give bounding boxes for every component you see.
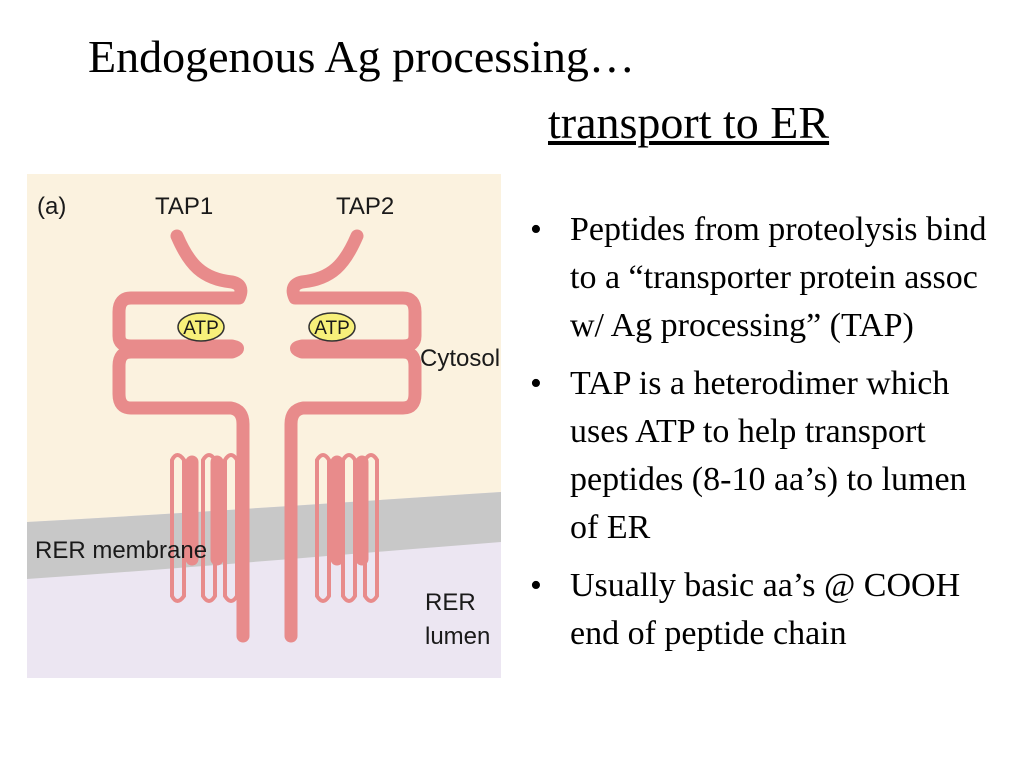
bullet-list: • Peptides from proteolysis bind to a “t… — [530, 206, 1000, 668]
cytosol-label: Cytosol — [420, 345, 500, 372]
tap1-outline — [170, 453, 239, 603]
rer-membrane-band — [27, 492, 501, 579]
tap2-outline — [315, 453, 379, 603]
tap2-label: TAP2 — [336, 193, 394, 220]
bullet-text: TAP is a heterodimer which uses ATP to h… — [570, 365, 967, 546]
tap1-label: TAP1 — [155, 193, 213, 220]
atp-label-1: ATP — [183, 318, 219, 339]
bullet-text: Usually basic aa’s @ COOH end of peptide… — [570, 567, 961, 652]
bullet-item: • Peptides from proteolysis bind to a “t… — [530, 206, 1000, 350]
atp-oval-1 — [177, 312, 225, 342]
lumen-label-line2: lumen — [425, 623, 490, 650]
tap2-protein — [284, 229, 422, 643]
atp-label-2: ATP — [314, 318, 350, 339]
bullet-text: Peptides from proteolysis bind to a “tra… — [570, 211, 987, 344]
atp-oval-2 — [308, 312, 356, 342]
slide-title: Endogenous Ag processing… — [88, 31, 635, 82]
bullet-item: • Usually basic aa’s @ COOH end of pepti… — [530, 562, 1000, 658]
bullet-marker: • — [530, 365, 542, 402]
membrane-label: RER membrane — [35, 537, 207, 564]
bullet-marker: • — [530, 211, 542, 248]
tap-diagram-svg: ATP ATP (a) TAP1 TAP2 Cytosol RER membra… — [27, 174, 501, 678]
bullet-item: • TAP is a heterodimer which uses ATP to… — [530, 360, 1000, 552]
lumen-label-line1: RER — [425, 589, 476, 616]
tap-diagram: ATP ATP (a) TAP1 TAP2 Cytosol RER membra… — [27, 174, 501, 678]
bullet-marker: • — [530, 567, 542, 604]
panel-label: (a) — [37, 193, 66, 220]
slide-subtitle: transport to ER — [548, 97, 830, 148]
